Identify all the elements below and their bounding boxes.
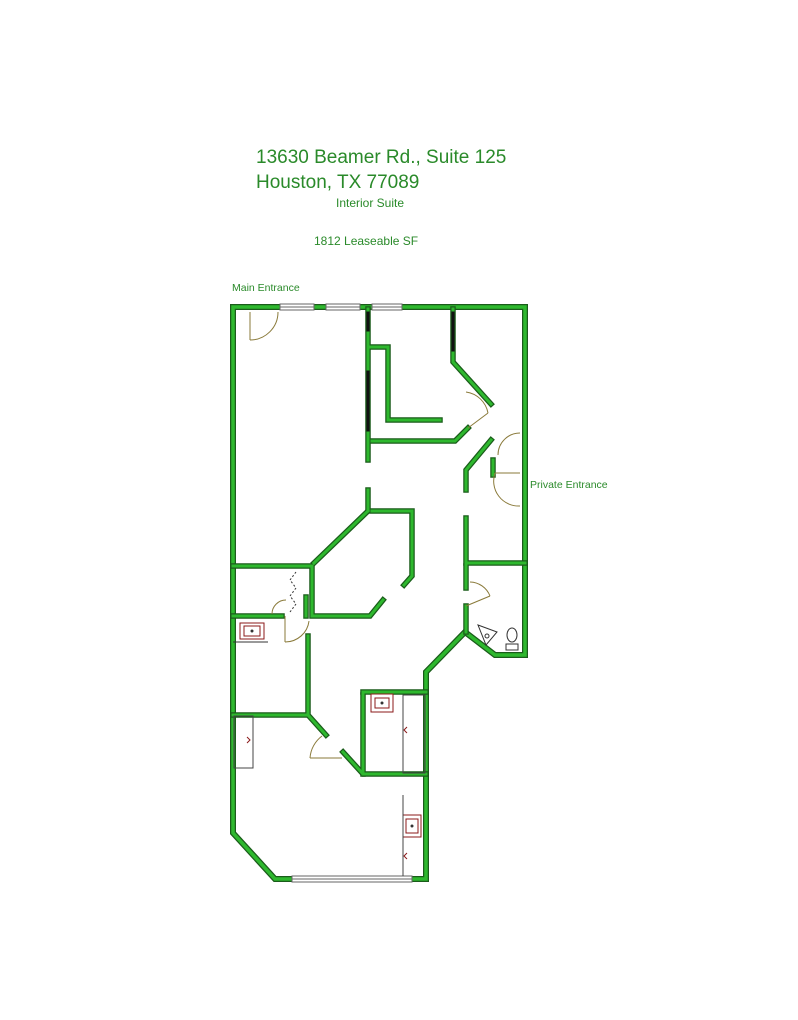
doors <box>249 311 521 759</box>
kitchen-door <box>309 735 342 759</box>
private-entrance-door <box>493 432 521 507</box>
break-room-sink-icon <box>402 814 422 838</box>
closet-door <box>271 599 310 643</box>
interior-walls <box>230 306 528 777</box>
main-entrance-label: Main Entrance <box>232 282 300 294</box>
windows <box>279 303 413 883</box>
appliance-marks <box>246 726 408 860</box>
restroom-sink-icon <box>477 624 498 646</box>
address-line-2: Houston, TX 77089 <box>256 172 420 193</box>
private-entrance-label: Private Entrance <box>530 479 608 491</box>
fixtures <box>233 622 519 876</box>
restroom-door <box>465 581 491 607</box>
toilet-icon <box>505 627 519 651</box>
address-line-1: 13630 Beamer Rd., Suite 125 <box>256 147 507 168</box>
outer-walls <box>230 304 528 882</box>
counters <box>233 694 426 876</box>
closet-sink-icon <box>239 622 265 640</box>
area-label: 1812 Leaseable SF <box>314 234 419 248</box>
suite-type-label: Interior Suite <box>336 196 405 210</box>
main-entrance-door <box>249 311 279 341</box>
office-door <box>465 391 489 429</box>
bifold-door <box>289 571 297 613</box>
kitchen-sink-icon <box>370 693 394 713</box>
